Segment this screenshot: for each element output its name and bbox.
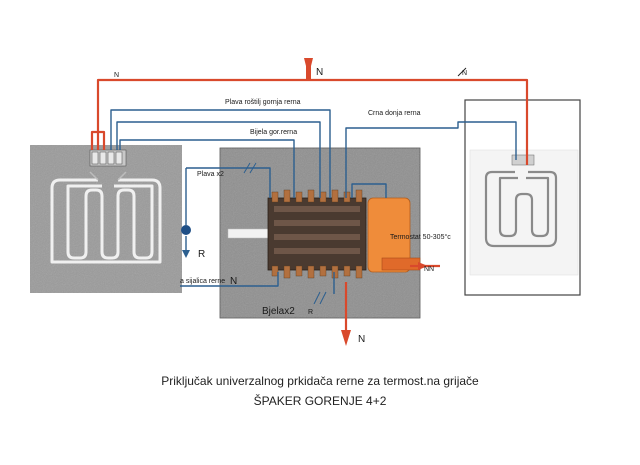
label-r-left: R <box>198 249 205 260</box>
label-plava-x2: Plava x2 <box>197 171 224 178</box>
bottom-oven-heater-frame <box>464 99 581 296</box>
junction-terminal <box>181 225 191 258</box>
label-n-top-left: N <box>114 72 119 79</box>
caption-line-2: ŠPAKER GORENJE 4+2 <box>254 393 387 408</box>
label-n-left-mid: N <box>230 276 237 287</box>
label-n-top-right: N <box>462 70 467 77</box>
label-sijalica: a sijalica rerne <box>180 278 225 285</box>
label-plava-rostilj: Plava roštilj gornja rerna <box>225 99 301 106</box>
top-right-tick-icon <box>457 67 467 77</box>
label-r-bottom: R <box>308 309 313 316</box>
switch-body-detail <box>274 206 360 254</box>
switch-shaft <box>227 228 273 239</box>
wire-tick-marks <box>243 162 327 305</box>
label-nn-right: NN <box>424 266 434 273</box>
rotary-switch <box>227 189 367 279</box>
top-oven-heater-photo <box>30 145 182 293</box>
label-n-top-mid: N <box>316 67 323 78</box>
heater-terminals <box>91 151 123 165</box>
label-n-bottom: N <box>358 334 365 345</box>
label-bijela-gor: Bijela gor.rerna <box>250 129 297 136</box>
caption-line-1: Priključak univerzalnog prkidača rerne z… <box>161 374 479 388</box>
phase-wires <box>110 109 517 294</box>
label-crna-donja: Crna donja rerna <box>368 110 421 117</box>
label-termostat: Termostat 50-305°c <box>390 233 451 241</box>
switch-contacts <box>271 189 363 279</box>
neutral-feed-stub <box>306 62 311 80</box>
label-bjelax2: Bjelax2 <box>262 306 295 317</box>
